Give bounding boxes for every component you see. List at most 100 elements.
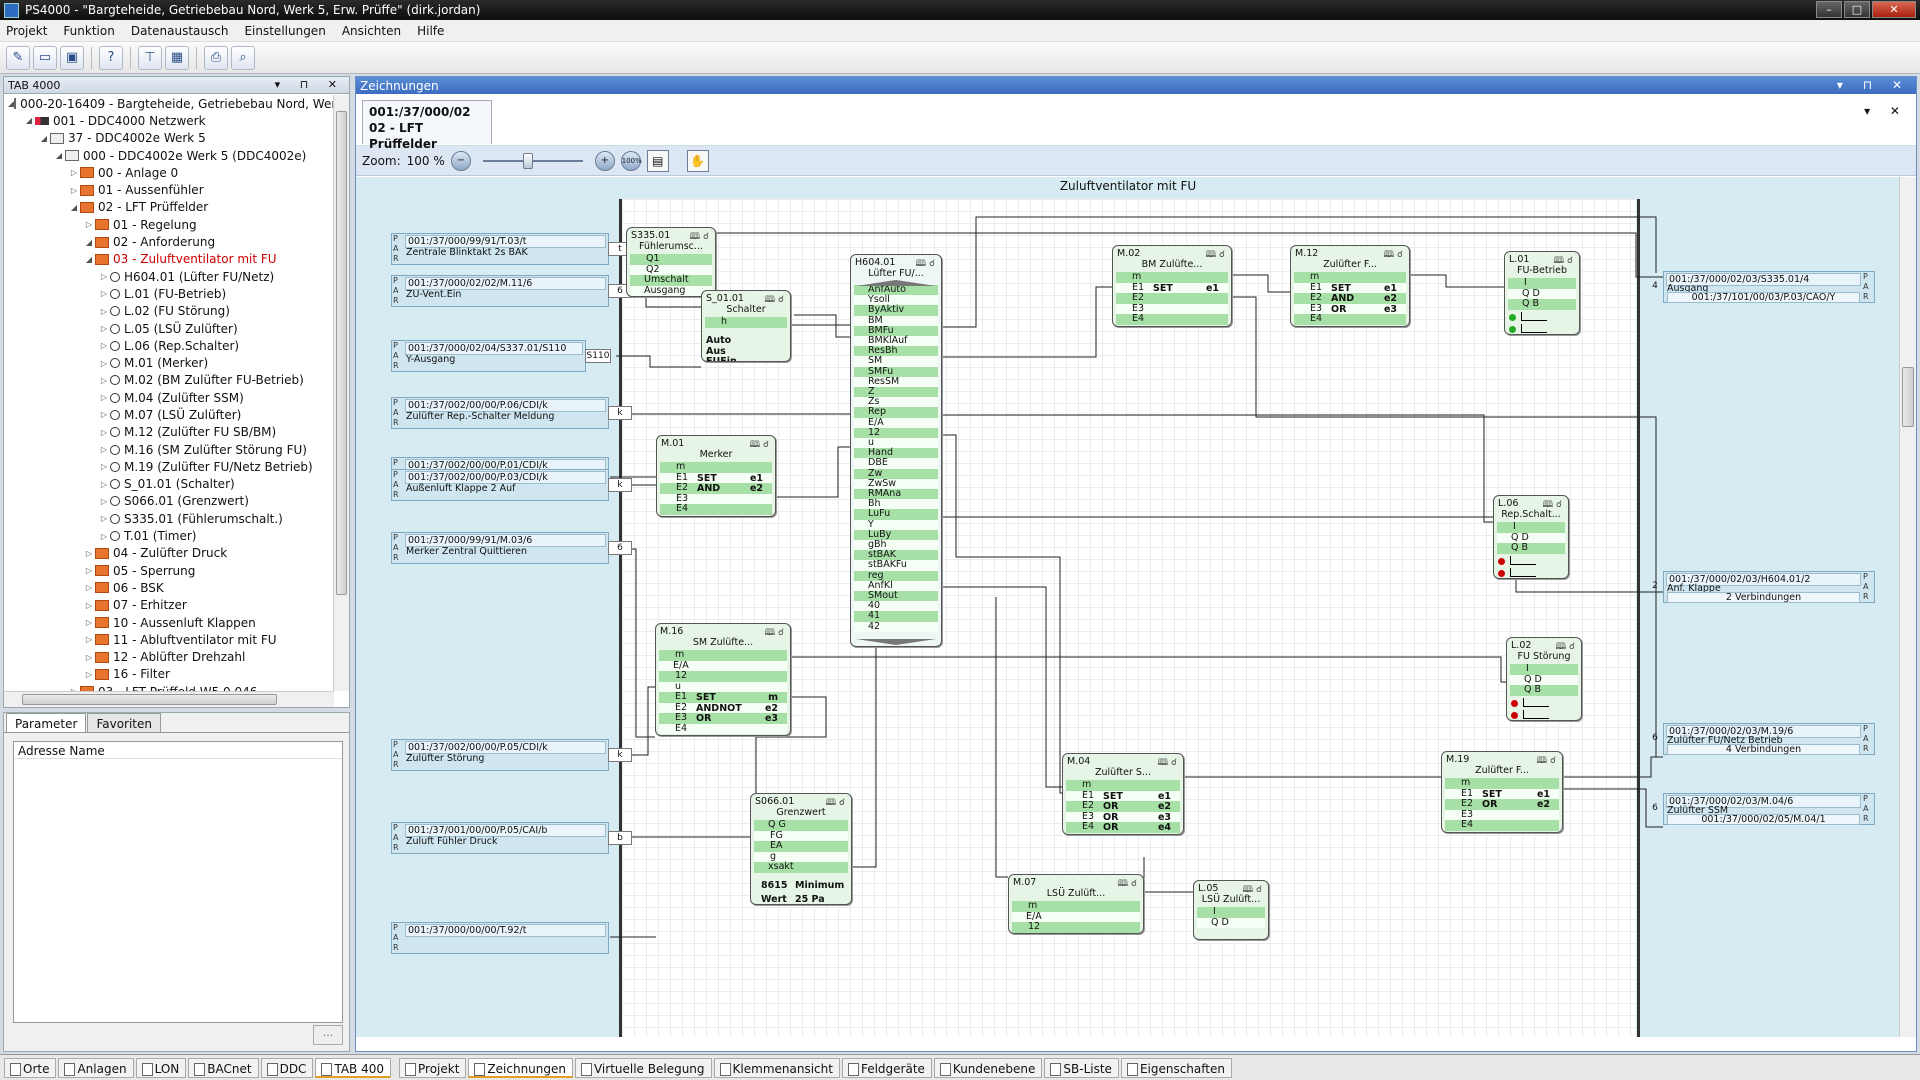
- block-pin-row[interactable]: Q D: [1510, 674, 1578, 685]
- block-pin-row[interactable]: E4: [659, 723, 787, 734]
- block-pin-row[interactable]: E2: [1116, 293, 1228, 304]
- tree-node[interactable]: ▷M.01 (Merker): [4, 354, 334, 371]
- block-pin-row[interactable]: E2: [660, 483, 772, 494]
- menu-projekt[interactable]: Projekt: [6, 23, 48, 38]
- ellipsis-button[interactable]: ...: [313, 1025, 343, 1045]
- bottom-tab-ddc[interactable]: DDC: [260, 1057, 314, 1078]
- menu-hilfe[interactable]: Hilfe: [417, 23, 445, 38]
- tree-node[interactable]: ▷M.12 (Zulüfter FU SB/BM): [4, 424, 334, 441]
- block-pin-row[interactable]: AnfAuto: [854, 285, 938, 296]
- connection-wire[interactable]: [942, 586, 1062, 788]
- zoom-100-button[interactable]: 100%: [620, 150, 642, 171]
- tree-node[interactable]: ▷12 - Ablüfter Drehzahl: [4, 649, 334, 666]
- block-pin-row[interactable]: E3: [1445, 809, 1559, 820]
- block-pin-row[interactable]: g: [754, 851, 848, 862]
- block-status-icons[interactable]: 🕮 ☌: [749, 440, 769, 450]
- connection-wire[interactable]: [791, 314, 850, 338]
- block-pin-row[interactable]: E3: [1116, 303, 1228, 314]
- block-pin-row[interactable]: E3: [659, 713, 787, 724]
- block-pin-row[interactable]: m: [1116, 272, 1228, 283]
- io-port[interactable]: b: [608, 831, 632, 845]
- block-status-icons[interactable]: 🕮 ☌: [1553, 256, 1573, 266]
- tree-node[interactable]: ◢37 - DDC4002e Werk 5: [4, 130, 334, 147]
- tree-node[interactable]: ▷04 - Zulüfter Druck: [4, 545, 334, 562]
- tree-node[interactable]: ◢001 - DDC4000 Netzwerk: [4, 112, 334, 129]
- expand-arrow-icon[interactable]: ▷: [100, 306, 108, 316]
- block-pin-row[interactable]: gBh: [854, 540, 938, 551]
- connection-wire[interactable]: [995, 597, 1008, 878]
- block-status-icons[interactable]: 🕮 ☌: [1536, 756, 1556, 766]
- block-pin-row[interactable]: m: [659, 650, 787, 661]
- expand-arrow-icon[interactable]: ▷: [100, 410, 108, 420]
- block-pin-row[interactable]: Q D: [1497, 532, 1565, 543]
- block-pin-row[interactable]: E3: [1066, 811, 1180, 822]
- help-icon[interactable]: ?: [99, 45, 123, 70]
- scroll-thumb[interactable]: [336, 111, 347, 595]
- expand-arrow-icon[interactable]: ▷: [100, 445, 108, 455]
- collapse-arrow-icon[interactable]: ◢: [8, 99, 15, 109]
- block-pin-row[interactable]: 40: [854, 601, 938, 612]
- tree-vscrollbar[interactable]: [333, 95, 349, 691]
- block-pin-row[interactable]: ResBh: [854, 346, 938, 357]
- tree-node[interactable]: ▷L.01 (FU-Betrieb): [4, 285, 334, 302]
- tree-node[interactable]: ▷L.06 (Rep.Schalter): [4, 337, 334, 354]
- new-icon[interactable]: ✎: [6, 45, 30, 70]
- minimize-button[interactable]: –: [1816, 1, 1842, 18]
- expand-arrow-icon[interactable]: ▷: [100, 531, 108, 541]
- block-status-icons[interactable]: 🕮 ☌: [825, 798, 845, 808]
- collapse-arrow-icon[interactable]: ▷: [85, 618, 93, 628]
- block-pin-row[interactable]: I: [1508, 278, 1576, 289]
- block-pin-row[interactable]: m: [1445, 778, 1559, 789]
- block-pin-row[interactable]: E/A: [854, 417, 938, 429]
- doc-tab-controls[interactable]: ▾ ✕: [1864, 104, 1908, 118]
- bottom-tab-zeichnungen[interactable]: Zeichnungen: [468, 1057, 573, 1078]
- block-pin-row[interactable]: SM: [854, 356, 938, 367]
- block-pin-row[interactable]: I: [1510, 664, 1578, 675]
- bottom-tab-lon[interactable]: LON: [135, 1057, 187, 1078]
- io-port[interactable]: 6: [608, 541, 632, 555]
- collapse-arrow-icon[interactable]: ▷: [85, 652, 93, 662]
- io-port[interactable]: 4: [1652, 281, 1658, 291]
- tree-node[interactable]: ▷05 - Sperrung: [4, 562, 334, 579]
- collapse-arrow-icon[interactable]: ▷: [85, 220, 93, 230]
- block-pin-row[interactable]: Q1: [630, 254, 712, 265]
- block-pin-row[interactable]: AnfKl: [854, 580, 938, 592]
- collapse-arrow-icon[interactable]: ▷: [85, 669, 93, 679]
- bottom-tab-bacnet[interactable]: BACnet: [188, 1057, 259, 1078]
- block-status-icons[interactable]: 🕮 ☌: [1383, 250, 1403, 260]
- expand-arrow-icon[interactable]: ▷: [100, 341, 108, 351]
- menu-einstellungen[interactable]: Einstellungen: [244, 23, 326, 38]
- block-pin-row[interactable]: Zs: [854, 397, 938, 408]
- block-pin-row[interactable]: BMFu: [854, 325, 938, 337]
- search-icon[interactable]: ⌕: [231, 45, 255, 70]
- block-status-icons[interactable]: 🕮 ☌: [1242, 885, 1262, 895]
- open-icon[interactable]: ▭: [33, 45, 57, 70]
- io-port[interactable]: k: [608, 406, 632, 420]
- block-pin-row[interactable]: 12: [1012, 922, 1140, 933]
- tree-node[interactable]: ◢02 - Anforderung: [4, 233, 334, 250]
- bottom-tab-sb-liste[interactable]: SB-Liste: [1044, 1057, 1119, 1078]
- block-pin-row[interactable]: m: [660, 462, 772, 473]
- tree-node[interactable]: ◢03 - Zuluftventilator mit FU: [4, 251, 334, 268]
- parameter-grid[interactable]: Adresse Name: [13, 741, 343, 1023]
- bottom-tab-kundenebene[interactable]: Kundenebene: [933, 1057, 1043, 1078]
- tree-node[interactable]: ◢02 - LFT Prüffelder: [4, 199, 334, 216]
- expand-arrow-icon[interactable]: ▷: [100, 427, 108, 437]
- block-pin-row[interactable]: Z: [854, 387, 938, 398]
- collapse-arrow-icon[interactable]: ◢: [55, 151, 63, 161]
- io-connection-info[interactable]: 4 Verbindungen: [1667, 744, 1860, 755]
- block-pin-row[interactable]: RMAna: [854, 489, 938, 500]
- block-pin-row[interactable]: I: [1197, 907, 1265, 918]
- block-pin-row[interactable]: E4: [660, 504, 772, 515]
- block-status-icons[interactable]: 🕮 ☌: [1117, 879, 1137, 889]
- connection-wire[interactable]: [1232, 274, 1290, 293]
- block-pin-row[interactable]: 12: [659, 671, 787, 682]
